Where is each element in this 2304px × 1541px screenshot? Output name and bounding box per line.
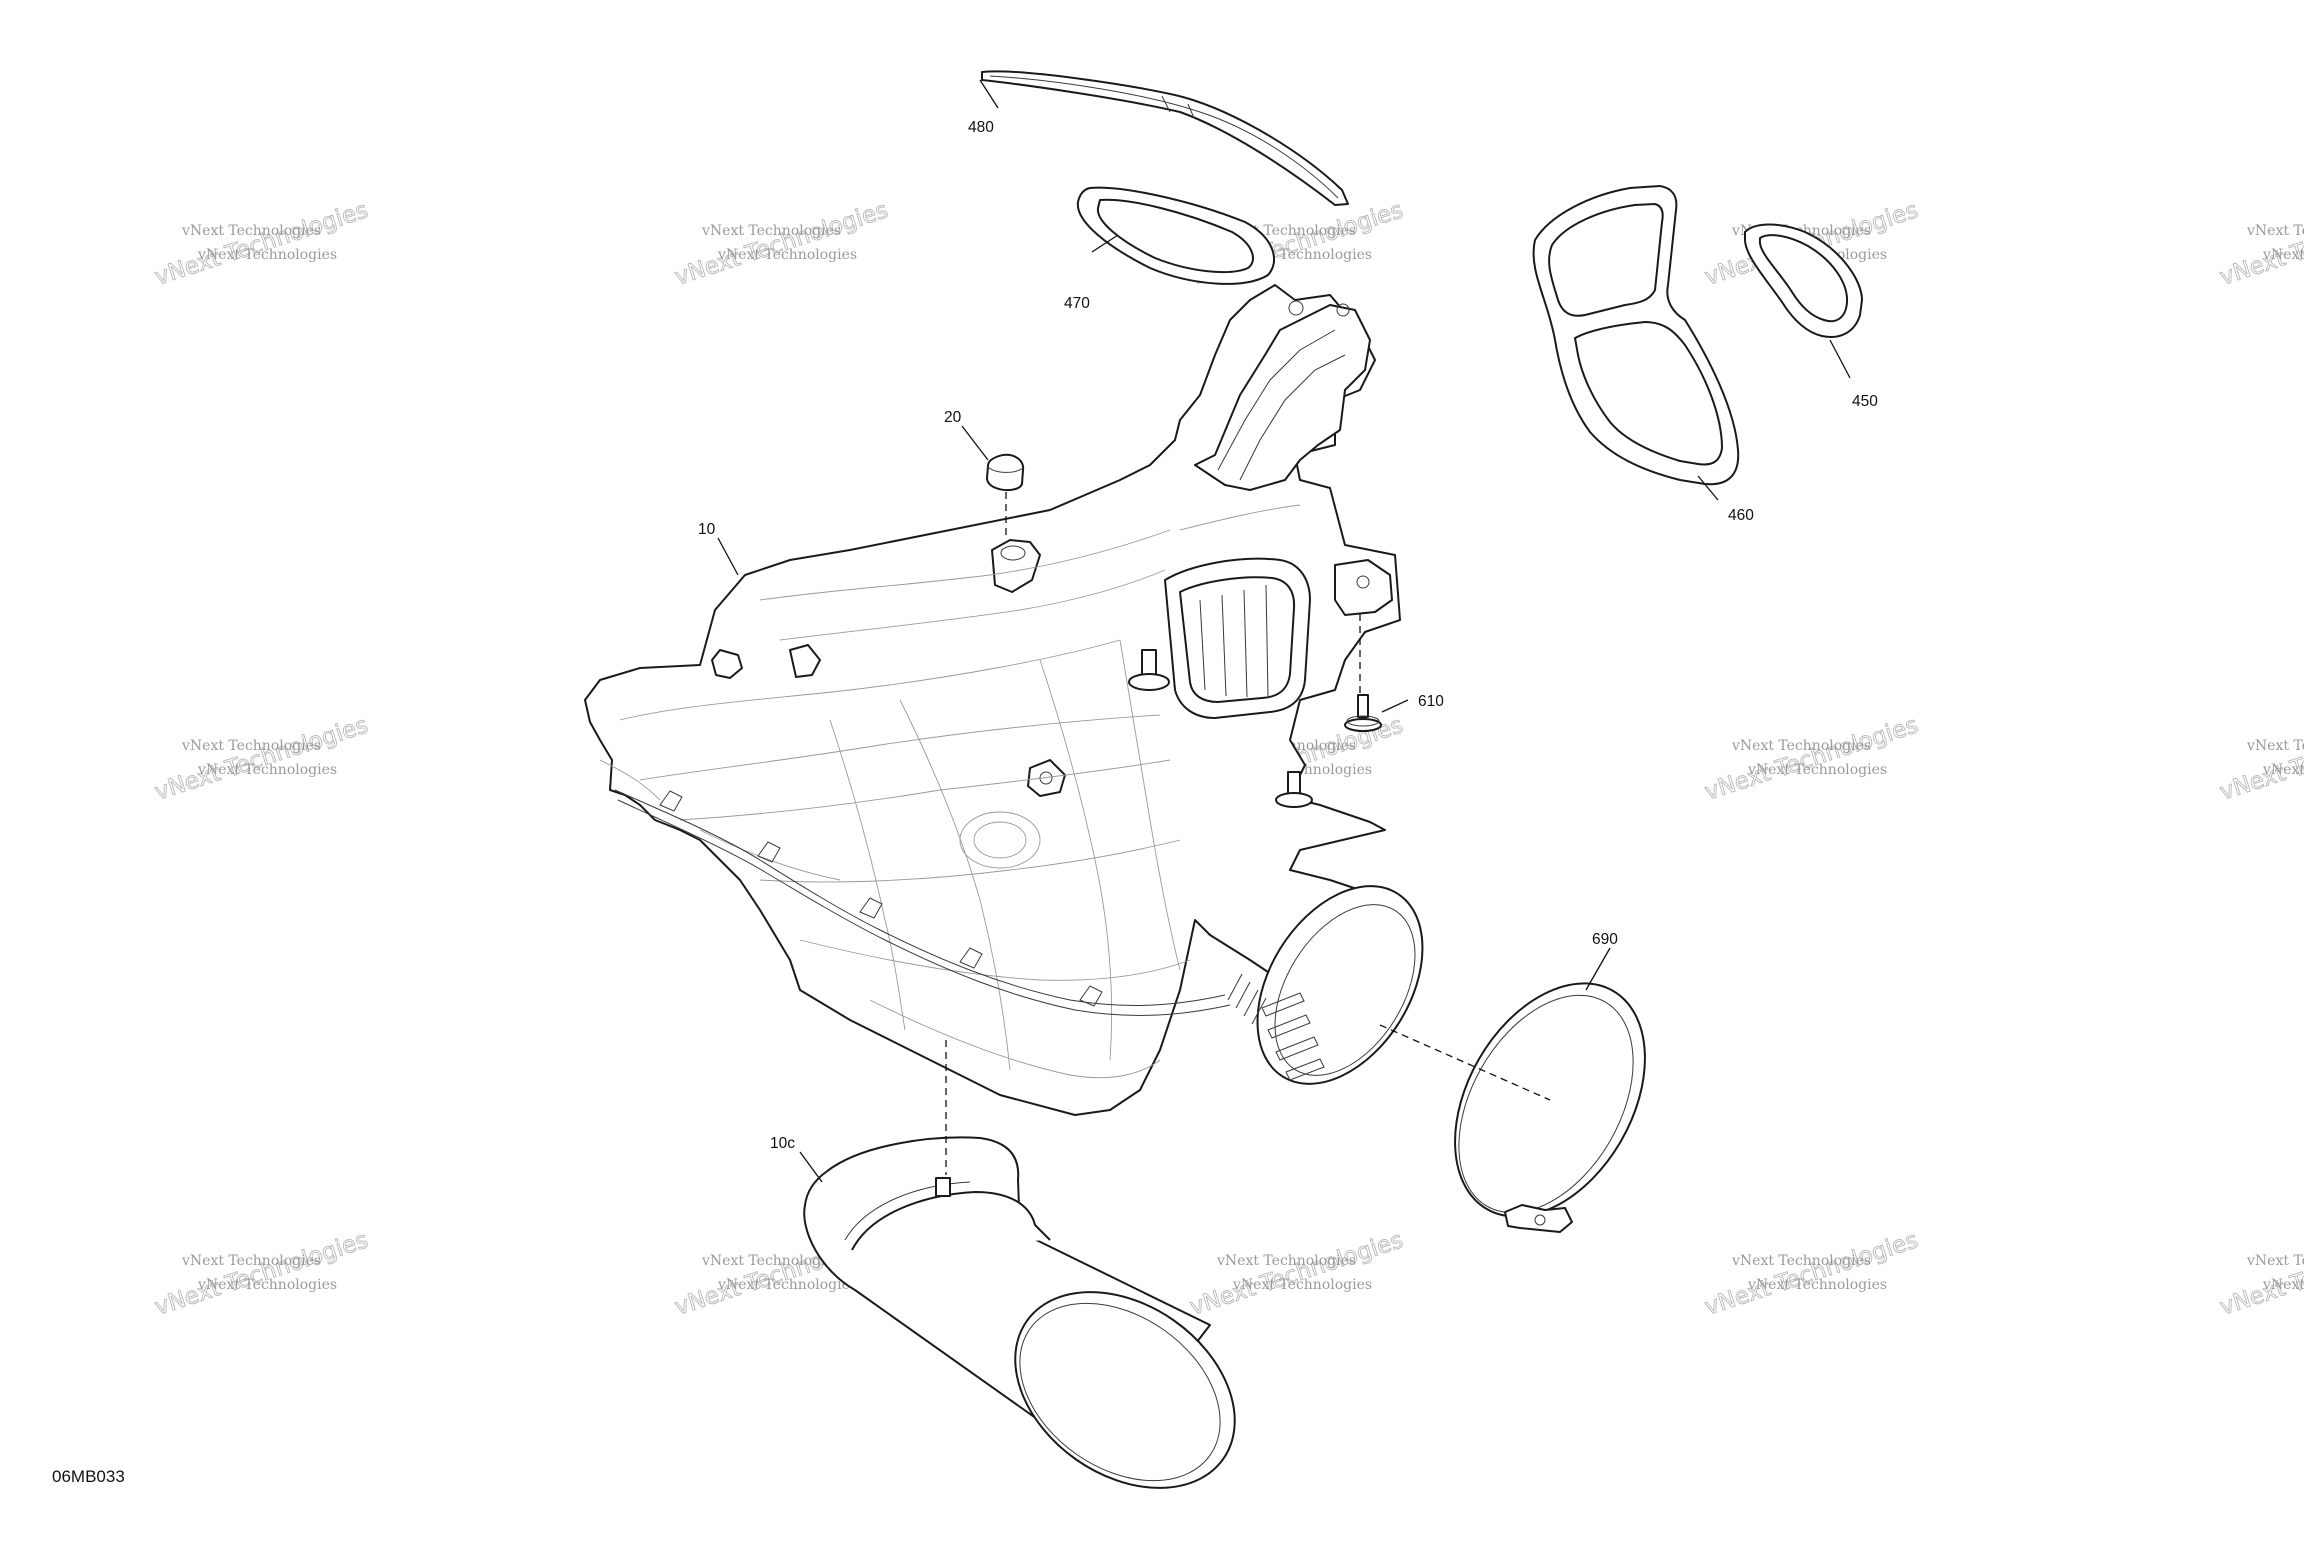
- watermark-text: vNext Technologies: [197, 247, 337, 263]
- callout-10: 10: [698, 521, 716, 538]
- leader-lines: [717, 79, 1851, 1183]
- watermark-outline-text: vNext Technologies: [152, 1227, 371, 1320]
- callout-10c: 10c: [770, 1135, 795, 1152]
- watermark-text: vNext Technologies: [1216, 1253, 1356, 1269]
- watermark-outline-text: vNext Technologies: [2217, 197, 2304, 290]
- watermark-text: vNext Technologies: [2262, 1277, 2304, 1293]
- part-450-side-gasket[interactable]: [1744, 223, 1863, 338]
- watermark-text: vNext Technologies: [1731, 738, 1871, 754]
- watermark-outline-text: vNext Technologies: [152, 712, 371, 805]
- watermark-text: vNext Technologies: [1731, 1253, 1871, 1269]
- watermark-text: vNext Technologies: [701, 1253, 841, 1269]
- watermark-text: vNext Technologies: [2246, 223, 2304, 239]
- watermark-text: vNext Technologies: [1232, 1277, 1372, 1293]
- watermark-text: vNext Technologies: [717, 1277, 857, 1293]
- watermark-text: vNext Technologies: [181, 738, 321, 754]
- callout-460: 460: [1728, 507, 1754, 524]
- watermark-text: vNext Technologies: [2246, 738, 2304, 754]
- watermark-text: vNext Technologies: [197, 762, 337, 778]
- callout-20: 20: [944, 409, 962, 426]
- callout-610: 610: [1418, 693, 1444, 710]
- part-20-cap[interactable]: [986, 453, 1025, 492]
- part-480-seal[interactable]: [981, 70, 1349, 206]
- callout-480: 480: [968, 119, 994, 136]
- callout-690: 690: [1592, 931, 1618, 948]
- watermark-text: vNext Technologies: [181, 1253, 321, 1269]
- part-460-frame-gasket[interactable]: [1532, 185, 1740, 486]
- watermark-outline-text: vNext Technologies: [2217, 712, 2304, 805]
- watermark-outline-text: vNext Technologies: [2217, 1227, 2304, 1320]
- watermark-text: vNext Technologies: [2262, 762, 2304, 778]
- watermark-text: vNext Technologies: [181, 223, 321, 239]
- callout-450: 450: [1852, 393, 1878, 410]
- watermark-outline-text: vNext Technologies: [672, 197, 891, 290]
- watermark-text: vNext Technologies: [197, 1277, 337, 1293]
- part-10c-filter[interactable]: [803, 1136, 1272, 1528]
- part-470-gasket[interactable]: [1076, 186, 1276, 285]
- part-610-pin[interactable]: [1344, 694, 1382, 732]
- watermark-text: vNext Technologies: [1747, 1277, 1887, 1293]
- watermark-outline-text: vNext Technologies: [152, 197, 371, 290]
- part-10-airbox-body[interactable]: [584, 284, 1457, 1116]
- watermark-text: vNext Technologies: [2262, 247, 2304, 263]
- callout-470: 470: [1064, 295, 1090, 312]
- watermark-text: vNext Technologies: [717, 247, 857, 263]
- watermark-outline-text: vNext Technologies: [1702, 712, 1921, 805]
- callouts: 480 470 460 450 20 10 610 690 10c: [698, 119, 1878, 1152]
- watermark-text: vNext Technologies: [2246, 1253, 2304, 1269]
- watermark-text: vNext Technologies: [701, 223, 841, 239]
- drawing-id: 06MB033: [52, 1467, 125, 1486]
- watermark-outline-text: vNext Technologies: [1702, 1227, 1921, 1320]
- watermark-outline-text: vNext Technologies: [1187, 1227, 1406, 1320]
- assembly-lines: [945, 492, 1551, 1175]
- watermark-text: vNext Technologies: [1747, 762, 1887, 778]
